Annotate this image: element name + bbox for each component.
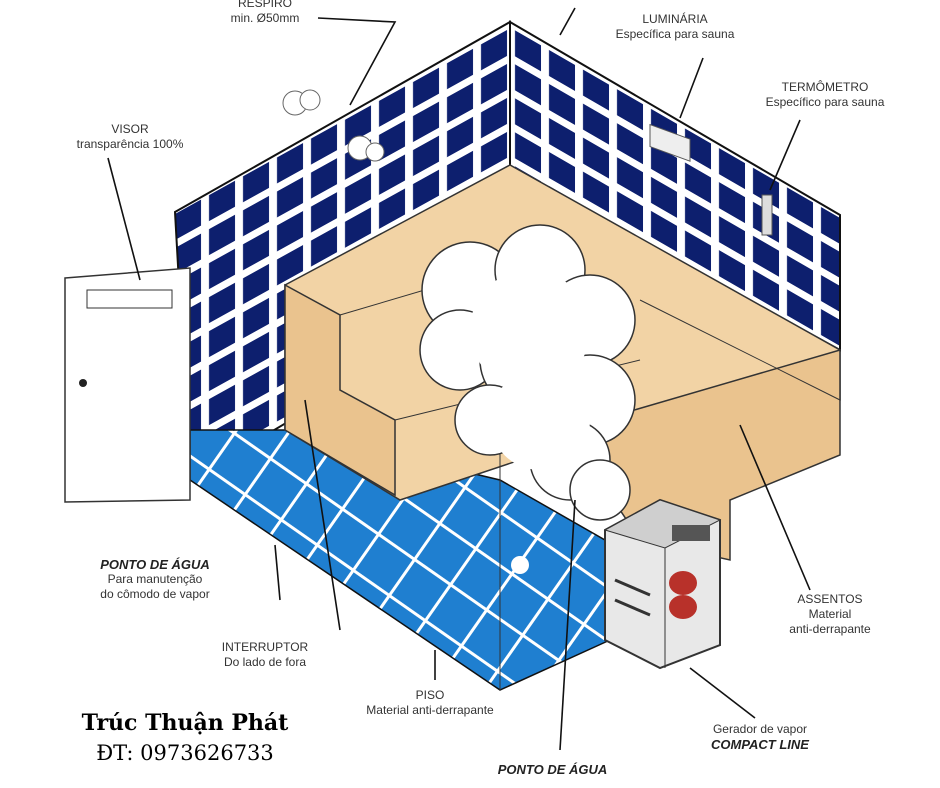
label-desc: Para manutenção — [107, 572, 203, 586]
label-desc: Material anti-derrapante — [366, 703, 494, 717]
label-visor: VISOR transparência 100% — [50, 122, 210, 152]
label-title: RESPIRO — [237, 0, 292, 10]
label-desc: Específico para sauna — [765, 95, 885, 109]
label-piso: PISO Material anti-derrapante — [335, 688, 525, 718]
label-title: Gerador de vapor — [712, 722, 808, 736]
label-desc: Específica para sauna — [615, 27, 735, 41]
label-title: PISO — [415, 688, 445, 702]
label-termometro: TERMÔMETRO Específico para sauna — [735, 80, 915, 110]
label-ponto-de-agua: PONTO DE ÁGUA — [470, 762, 635, 777]
door — [64, 267, 191, 503]
label-title: TERMÔMETRO — [781, 80, 869, 94]
label-assentos: ASSENTOS Material anti-derrapante — [765, 592, 895, 637]
door-visor-window — [86, 289, 173, 309]
brand-phone: ĐT: 0973626733 — [96, 741, 274, 765]
label-title: INTERRUPTOR — [221, 640, 309, 654]
light-fixture — [649, 123, 691, 162]
label-title: VISOR — [111, 122, 149, 136]
label-ponto-de-agua-manutencao: PONTO DE ÁGUA Para manutenção do cômodo … — [70, 557, 240, 602]
label-desc: transparência 100% — [76, 137, 184, 151]
label-desc: min. Ø50mm — [230, 11, 300, 25]
label-luminaria: LUMINÁRIA Específica para sauna — [585, 12, 765, 42]
label-desc: do cômodo de vapor — [100, 587, 210, 601]
label-title: LUMINÁRIA — [642, 12, 708, 26]
label-desc: COMPACT LINE — [711, 737, 809, 752]
label-title: ASSENTOS — [797, 592, 863, 606]
vent-puff — [282, 89, 385, 162]
leader-lines — [107, 7, 811, 751]
label-desc: anti-derrapante — [789, 622, 871, 636]
thermometer — [761, 194, 773, 236]
steam-generator — [603, 498, 722, 670]
label-desc: Material — [808, 607, 852, 621]
label-respiro: RESPIRO min. Ø50mm — [200, 0, 330, 26]
brand-name: Trúc Thuận Phát — [81, 710, 289, 736]
label-interruptor: INTERRUPTOR Do lado de fora — [205, 640, 325, 670]
label-gerador: Gerador de vapor COMPACT LINE — [690, 722, 830, 752]
label-title: PONTO DE ÁGUA — [497, 762, 608, 777]
label-title: PONTO DE ÁGUA — [100, 557, 210, 572]
label-desc: Do lado de fora — [223, 655, 307, 669]
brand-watermark: Trúc Thuận Phát ĐT: 0973626733 — [60, 708, 310, 768]
door-handle — [79, 379, 87, 387]
floor-drain — [511, 556, 529, 574]
